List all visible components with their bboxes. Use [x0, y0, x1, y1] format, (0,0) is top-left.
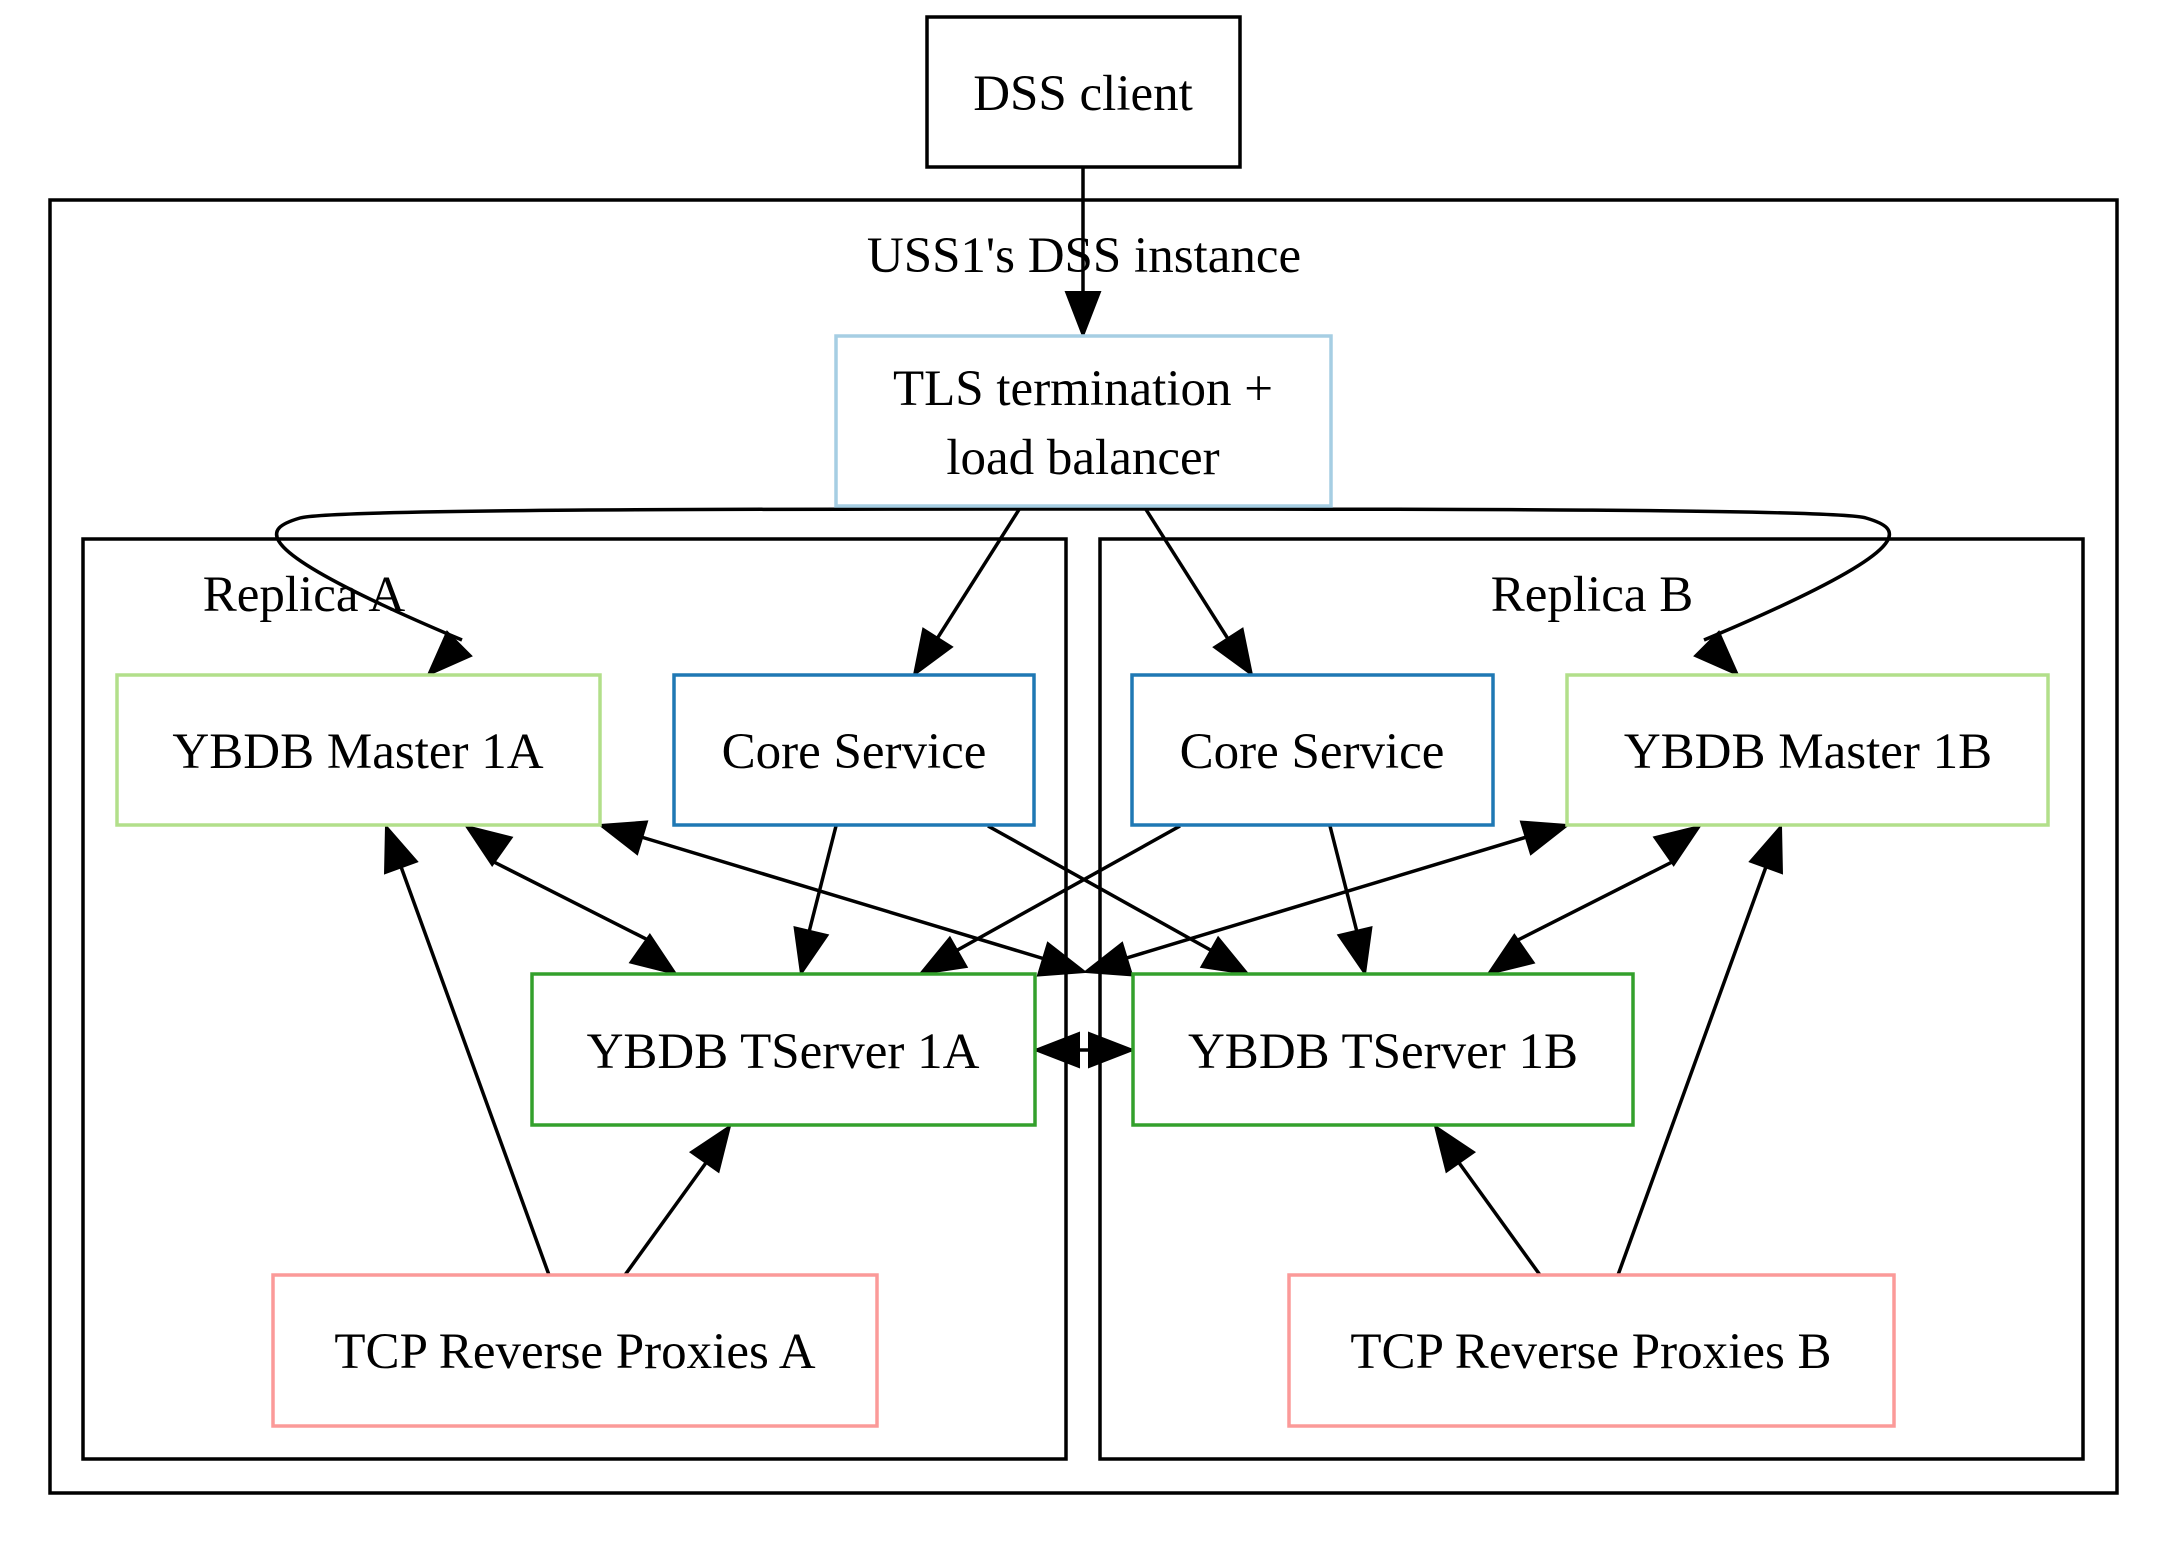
cluster-replica-a: Replica A	[81, 537, 1068, 1461]
node-ybdb-tserver-1b[interactable]: YBDB TServer 1B	[1131, 972, 1635, 1127]
arrowhead-icon	[1652, 824, 1703, 867]
arrowhead-icon	[1748, 823, 1783, 875]
node-tcp-a-box[interactable]	[271, 1273, 879, 1428]
edge-master-1a-tserver-1b	[597, 820, 1088, 977]
arrowhead-icon	[917, 935, 969, 976]
arrowhead-icon	[793, 925, 830, 977]
edge-line	[637, 834, 1049, 962]
node-tls-label-line-2: load balancer	[946, 430, 1219, 486]
edge-core-b-to-tserver-1a	[917, 824, 1181, 976]
cluster-replica-a-border	[81, 537, 1068, 1461]
edge-tcp-a-to-master-1a	[384, 823, 551, 1276]
edge-core-a-to-tserver-1b	[987, 824, 1251, 976]
arrowhead-icon	[628, 932, 679, 976]
node-tls-label-line-1: TLS termination +	[893, 361, 1273, 417]
edge-line	[1119, 834, 1531, 962]
edge-line	[933, 507, 1022, 643]
node-core-b-label: Core Service	[1180, 724, 1445, 780]
node-tcp-b-box[interactable]	[1287, 1273, 1896, 1428]
node-master-1b-label: YBDB Master 1B	[1624, 724, 1992, 780]
node-ybdb-tserver-1a[interactable]: YBDB TServer 1A	[530, 972, 1037, 1127]
node-ybdb-master-1b[interactable]: YBDB Master 1B	[1565, 673, 2050, 827]
node-dss-client-box[interactable]	[925, 15, 1242, 169]
edge-dss-to-tls	[1064, 167, 1102, 339]
arrowhead-icon	[1032, 1031, 1080, 1069]
arrowhead-icon	[1693, 630, 1740, 677]
node-dss-client[interactable]: DSS client	[925, 15, 1242, 169]
cluster-replica-a-label: Replica A	[203, 567, 406, 623]
node-tcp-b-label: TCP Reverse Proxies B	[1350, 1324, 1831, 1380]
node-tcp-reverse-proxies-b[interactable]: TCP Reverse Proxies B	[1287, 1273, 1896, 1428]
edge-tcp-a-to-tserver-1a	[623, 1123, 732, 1277]
node-ybdb-master-1a[interactable]: YBDB Master 1A	[115, 673, 602, 827]
arrowhead-icon	[1036, 941, 1088, 977]
edge-tls-to-master-1b	[1082, 507, 1892, 677]
edge-tls-to-core-b	[1143, 507, 1254, 678]
node-tcp-a-label: TCP Reverse Proxies A	[334, 1324, 815, 1380]
node-core-a-label: Core Service	[722, 724, 987, 780]
edges-layer	[274, 167, 1892, 1277]
edge-line	[987, 824, 1215, 954]
arrowhead-icon	[597, 820, 649, 856]
edge-line	[1143, 507, 1232, 643]
edge-line	[623, 1158, 710, 1277]
edge-master-1a-tserver-1a	[463, 824, 679, 976]
arrowhead-icon	[463, 824, 514, 868]
edge-tls-to-master-1a	[274, 507, 1084, 677]
arrowhead-icon	[688, 1123, 732, 1174]
edge-line	[489, 858, 653, 944]
edge-line	[1513, 858, 1677, 944]
arrowhead-icon	[426, 630, 473, 677]
arrowhead-icon	[1212, 627, 1254, 678]
edge-line	[398, 863, 551, 1276]
arrowhead-icon	[1064, 291, 1102, 339]
node-tserver-1a-box[interactable]	[530, 972, 1037, 1127]
edge-line	[1082, 507, 1892, 642]
arrowhead-icon	[1199, 935, 1251, 976]
edge-line	[1455, 1158, 1542, 1277]
node-master-1a-box[interactable]	[115, 673, 602, 827]
arrowhead-icon	[384, 823, 419, 875]
edge-line	[1328, 825, 1360, 937]
edge-line	[274, 507, 1084, 642]
edge-core-a-to-tserver-1a	[793, 825, 838, 977]
edge-master-1b-tserver-1a	[1082, 820, 1571, 977]
node-tserver-1b-box[interactable]	[1131, 972, 1635, 1127]
arrowhead-icon	[1433, 1123, 1477, 1174]
edge-master-1b-tserver-1b	[1485, 824, 1703, 976]
node-core-service-a[interactable]: Core Service	[672, 673, 1036, 827]
edge-line	[953, 824, 1181, 954]
edge-tcp-b-to-tserver-1b	[1433, 1123, 1542, 1277]
node-core-service-b[interactable]: Core Service	[1130, 673, 1495, 827]
node-tserver-1a-label: YBDB TServer 1A	[587, 1024, 980, 1080]
cluster-replica-b: Replica B	[1098, 537, 2085, 1461]
arrowhead-icon	[1088, 1031, 1136, 1069]
node-tcp-reverse-proxies-a[interactable]: TCP Reverse Proxies A	[271, 1273, 879, 1428]
arrowhead-icon	[1485, 933, 1536, 976]
node-tls-box[interactable]	[834, 334, 1333, 508]
edge-tcp-b-to-master-1b	[1616, 823, 1783, 1276]
node-dss-client-label: DSS client	[973, 66, 1193, 122]
edge-line	[806, 825, 838, 937]
node-master-1b-box[interactable]	[1565, 673, 2050, 827]
node-master-1a-label: YBDB Master 1A	[172, 724, 543, 780]
node-tls-load-balancer[interactable]: TLS termination + load balancer	[834, 334, 1333, 508]
edge-core-b-to-tserver-1b	[1328, 825, 1373, 977]
node-tserver-1b-label: YBDB TServer 1B	[1188, 1024, 1578, 1080]
node-core-b-box[interactable]	[1130, 673, 1495, 827]
cluster-replica-b-border	[1098, 537, 2085, 1461]
cluster-replica-b-label: Replica B	[1491, 567, 1694, 623]
arrowhead-icon	[1519, 820, 1571, 856]
edge-tls-to-core-a	[912, 507, 1022, 678]
arrowhead-icon	[1082, 941, 1134, 977]
arrowhead-icon	[1336, 925, 1373, 977]
arrowhead-icon	[912, 627, 954, 678]
edge-tserver-1a-tserver-1b	[1032, 1031, 1136, 1069]
edge-line	[1616, 863, 1769, 1276]
node-core-a-box[interactable]	[672, 673, 1036, 827]
